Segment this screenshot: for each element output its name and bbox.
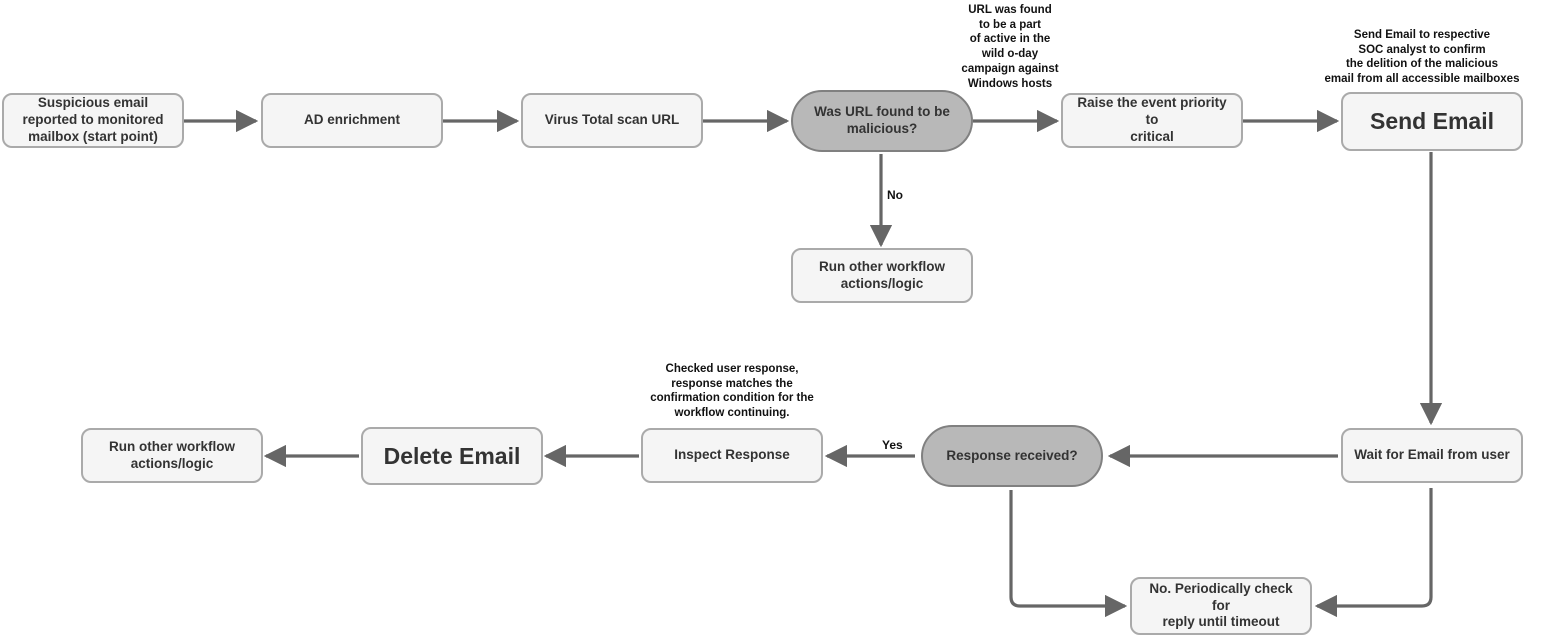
node-raise-priority[interactable]: Raise the event priority to critical xyxy=(1061,93,1243,148)
annotation-url-campaign: URL was found to be a part of active in … xyxy=(961,4,1059,90)
annotation-inspect-note: Checked user response, response matches … xyxy=(650,363,814,420)
node-periodic-check[interactable]: No. Periodically check for reply until t… xyxy=(1130,577,1312,635)
node-send-email[interactable]: Send Email xyxy=(1341,92,1523,151)
node-start-label: Suspicious email reported to monitored m… xyxy=(22,95,164,144)
node-run-other-workflow-top[interactable]: Run other workflow actions/logic xyxy=(791,248,973,303)
node-ad-enrichment[interactable]: AD enrichment xyxy=(261,93,443,148)
node-inspect-response-label: Inspect Response xyxy=(674,447,790,463)
node-start[interactable]: Suspicious email reported to monitored m… xyxy=(2,93,184,148)
node-send-email-label: Send Email xyxy=(1370,108,1494,135)
node-delete-email[interactable]: Delete Email xyxy=(361,427,543,485)
node-wait-for-email-label: Wait for Email from user xyxy=(1354,447,1510,463)
node-wait-for-email[interactable]: Wait for Email from user xyxy=(1341,428,1523,483)
node-virus-total-scan-label: Virus Total scan URL xyxy=(544,112,680,128)
node-run-other-workflow-top-label: Run other workflow actions/logic xyxy=(819,258,945,291)
node-delete-email-label: Delete Email xyxy=(383,442,521,469)
node-periodic-check-label: No. Periodically check for reply until t… xyxy=(1149,580,1293,630)
node-url-malicious-decision[interactable]: Was URL found to be malicious? xyxy=(791,90,973,152)
annotation-send-email-note: Send Email to respective SOC analyst to … xyxy=(1324,29,1520,86)
node-virus-total-scan[interactable]: Virus Total scan URL xyxy=(521,93,703,148)
edge-label-no: No xyxy=(887,188,903,202)
node-run-other-workflow-bottom[interactable]: Run other workflow actions/logic xyxy=(81,428,263,483)
edge-wait-loop-to-periodic xyxy=(1314,488,1433,618)
node-response-received-decision[interactable]: Response received? xyxy=(921,425,1103,487)
node-raise-priority-label: Raise the event priority to critical xyxy=(1077,95,1227,144)
edge-response-no-to-periodic xyxy=(1009,490,1128,618)
node-url-malicious-decision-label: Was URL found to be malicious? xyxy=(814,104,950,136)
node-response-received-decision-label: Response received? xyxy=(946,447,1078,463)
node-inspect-response[interactable]: Inspect Response xyxy=(641,428,823,483)
node-run-other-workflow-bottom-label: Run other workflow actions/logic xyxy=(109,438,235,471)
edge-label-yes: Yes xyxy=(882,438,903,452)
node-ad-enrichment-label: AD enrichment xyxy=(303,112,401,128)
